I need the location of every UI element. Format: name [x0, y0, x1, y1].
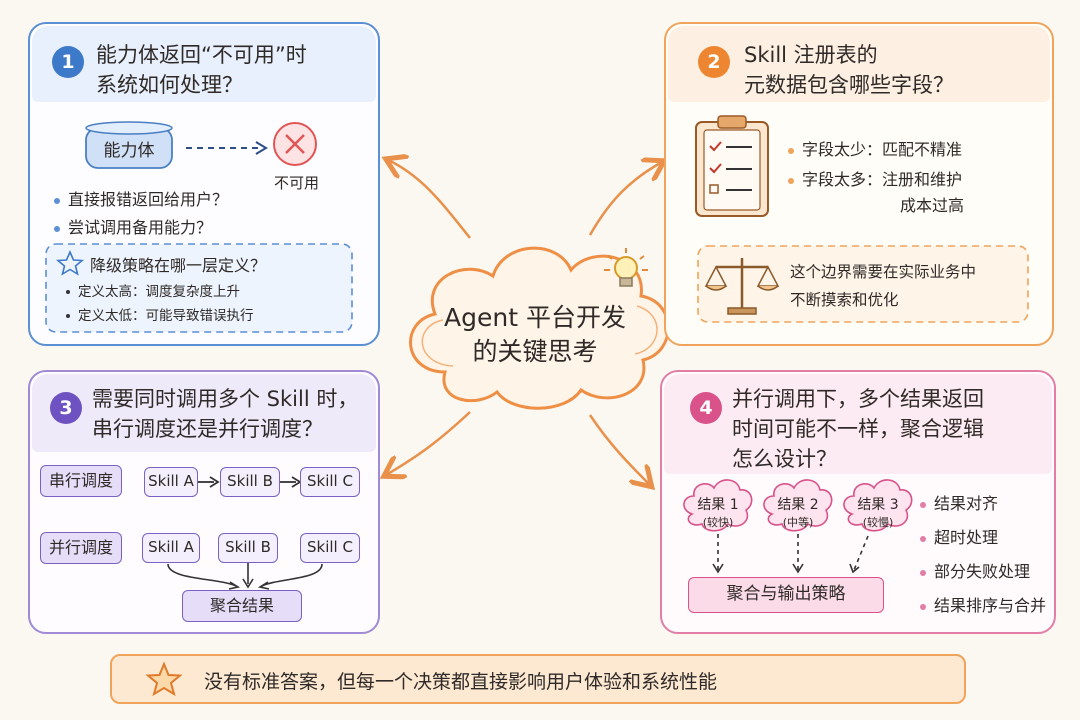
panel2-note-line1: 这个边界需要在实际业务中 [790, 263, 977, 281]
panel-serial-parallel: 3 需要同时调用多个 Skill 时， 串行调度还是并行调度？ 串行调度 Ski… [28, 370, 380, 634]
panel1-bullet-2: 尝试调用备用能力？ [54, 214, 212, 238]
bullet-text: 直接报错返回给用户？ [68, 190, 229, 209]
panel1-header [32, 26, 376, 102]
connector-to-panel1 [388, 160, 471, 239]
bullet-text: 字段太少：匹配不精准 [802, 140, 963, 159]
panel1-question-line1: 能力体返回“不可用”时 [96, 43, 307, 67]
panel3-arrows [167, 476, 323, 590]
aggregate-output-box: 聚合与输出策略 [688, 577, 884, 613]
panel4-question-line1: 并行调用下，多个结果返回 [732, 387, 984, 411]
bullet-text: 字段太多：注册和维护 [802, 170, 963, 189]
panel4-header [664, 374, 1052, 474]
panel3-number-badge: 3 [50, 392, 82, 424]
cloud-shape [409, 246, 670, 410]
star-icon [145, 661, 183, 697]
panel-aggregation-logic: 4 并行调用下，多个结果返回 时间可能不一样，聚合逻辑 怎么设计？ 结果 1 (… [660, 370, 1056, 634]
center-title-line2: 的关键思考 [472, 337, 598, 366]
merge-result-box: 聚合结果 [182, 590, 302, 622]
result-3-speed: (较慢) [862, 516, 894, 529]
footer-banner: 没有标准答案，但每一个决策都直接影响用户体验和系统性能 [110, 654, 966, 704]
serial-skill-a: Skill A [144, 467, 198, 497]
connector-to-panel4 [588, 414, 650, 485]
agent-cylinder-label: 能力体 [103, 141, 155, 161]
panel3-question-line1: 需要同时调用多个 Skill 时， [92, 387, 359, 411]
panel3-header [32, 374, 376, 452]
panel4-diagram [683, 479, 913, 574]
center-cloud: Agent 平台开发 的关键思考 [385, 222, 685, 422]
bullet-text: 部分失败处理 [934, 562, 1031, 581]
result-3-name: 结果 3 [857, 497, 899, 513]
parallel-label: 并行调度 [40, 532, 122, 564]
panel2-header [668, 26, 1050, 102]
panel4-question-line3: 怎么设计？ [732, 447, 837, 471]
connector-to-panel2 [588, 162, 662, 236]
clipboard-icon [695, 115, 1029, 323]
parallel-skill-c: Skill C [300, 533, 360, 563]
panel3-question-line2: 串行调度还是并行调度？ [92, 417, 323, 441]
parallel-skill-a: Skill A [142, 533, 200, 563]
parallel-skill-b: Skill B [218, 533, 278, 563]
result-1-name: 结果 1 [697, 497, 739, 513]
result-2-speed: (中等) [782, 516, 814, 529]
bullet-dot [920, 603, 926, 610]
bullet-dot [920, 501, 926, 508]
serial-label: 串行调度 [40, 465, 122, 497]
bullet-text: 结果对齐 [934, 494, 999, 513]
bullet-dot [54, 225, 60, 232]
panel2-number-badge: 2 [698, 46, 730, 78]
serial-skill-c: Skill C [300, 467, 360, 497]
panel2-question-line2: 元数据包含哪些字段？ [744, 73, 954, 97]
panel4-bullet-1: 结果对齐 [920, 490, 998, 514]
bullet-text: 结果排序与合并 [934, 596, 1047, 615]
panel-unavailable-handling: 1 能力体返回“不可用”时 系统如何处理？ 能力体 不可用 直接报错返回给用户？… [28, 22, 380, 346]
result-1-speed: (较快) [702, 516, 734, 529]
strategy-item-2: 定义太低：可能导致错误执行 [66, 304, 254, 324]
bullet-dot [920, 535, 926, 542]
connector-to-panel3 [386, 411, 471, 475]
panel-registry-metadata: 2 Skill 注册表的 元数据包含哪些字段？ 字段太少：匹配不精准 字段太多：… [664, 22, 1054, 346]
bullet-text: 超时处理 [934, 528, 999, 547]
result-2-name: 结果 2 [777, 497, 819, 513]
bullet-text: 尝试调用备用能力？ [68, 218, 213, 237]
panel1-bullet-1: 直接报错返回给用户？ [54, 186, 228, 210]
strategy-item-text: 定义太低：可能导致错误执行 [78, 308, 254, 324]
panel4-bullet-4: 结果排序与合并 [920, 592, 1046, 616]
panel1-diagram [45, 121, 353, 333]
close-icon [274, 123, 316, 165]
bullet-dot [54, 197, 60, 204]
bullet-dot [920, 569, 926, 576]
panel1-question-line2: 系统如何处理？ [96, 73, 243, 97]
center-title-line1: Agent 平台开发 [444, 303, 626, 332]
serial-skill-b: Skill B [220, 467, 280, 497]
panel1-number-badge: 1 [52, 46, 84, 78]
panel2-bullet-2: 字段太多：注册和维护 [788, 166, 962, 190]
footer-text: 没有标准答案，但每一个决策都直接影响用户体验和系统性能 [204, 671, 718, 693]
panel4-number-badge: 4 [690, 392, 722, 424]
lightbulb-icon [604, 248, 648, 287]
bullet-dot [66, 314, 70, 318]
bullet-dot [788, 147, 794, 154]
panel2-bullet-2-continued: 成本过高 [900, 196, 965, 215]
strategy-item-1: 定义太高：调度复杂度上升 [66, 280, 240, 300]
strategy-item-text: 定义太高：调度复杂度上升 [78, 284, 240, 300]
bullet-dot [66, 290, 70, 294]
panel4-bullet-3: 部分失败处理 [920, 558, 1030, 582]
star-icon [56, 248, 84, 276]
panel4-question-line2: 时间可能不一样，聚合逻辑 [732, 417, 984, 441]
panel4-bullet-2: 超时处理 [920, 524, 998, 548]
panel2-bullet-1: 字段太少：匹配不精准 [788, 136, 962, 160]
strategy-title: 降级策略在哪一层定义？ [90, 256, 267, 275]
panel2-note-line2: 不断摸索和优化 [790, 291, 899, 309]
unavailable-label: 不可用 [274, 174, 320, 192]
panel2-question-line1: Skill 注册表的 [744, 43, 878, 67]
bullet-dot [788, 177, 794, 184]
